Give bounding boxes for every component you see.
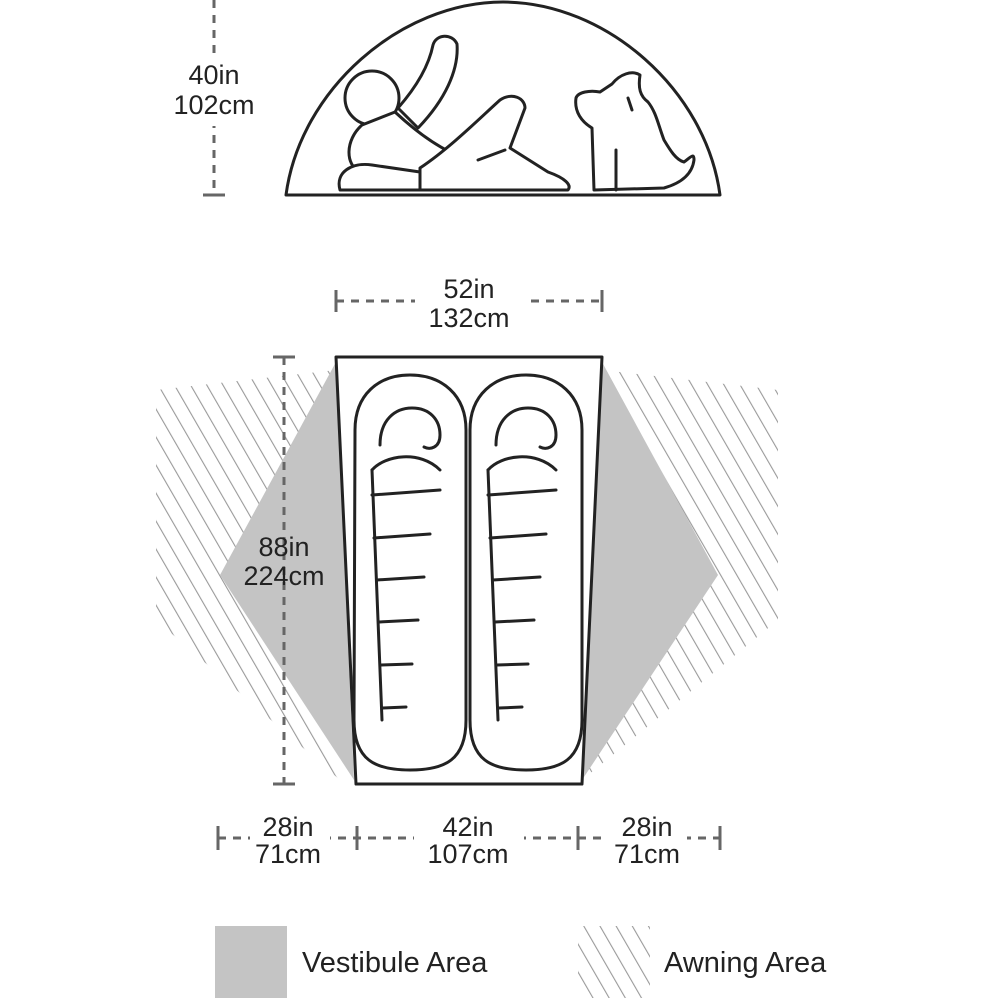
width-cm-label: 132cm [428, 303, 509, 333]
left-vestibule-area [220, 362, 354, 780]
awning-swatch [578, 926, 650, 998]
bottom-dimensions: 28in 71cm 42in 107cm 28in 71cm [216, 810, 722, 870]
left-vestibule-cm-label: 71cm [255, 839, 321, 869]
left-vestibule-in-label: 28in [262, 812, 313, 842]
height-dimension: 40in 102cm [168, 0, 260, 197]
floor-plan: 88in 224cm [156, 355, 778, 786]
length-in-label: 88in [258, 532, 309, 562]
length-cm-label: 224cm [243, 561, 324, 591]
height-in-label: 40in [188, 60, 239, 90]
width-dimension: 52in 132cm [334, 272, 604, 333]
person-icon [337, 34, 571, 192]
vestibule-legend-label: Vestibule Area [302, 947, 488, 979]
dog-icon [574, 71, 696, 192]
sleeping-bag-icon [468, 373, 584, 772]
right-vestibule-in-label: 28in [621, 812, 672, 842]
width-in-label: 52in [443, 274, 494, 304]
floor-end-in-label: 42in [442, 812, 493, 842]
sleeping-bag-icon [352, 373, 468, 772]
floor-end-cm-label: 107cm [427, 839, 508, 869]
awning-legend-label: Awning Area [664, 947, 827, 979]
right-vestibule-area [582, 362, 718, 780]
legend: Vestibule Area Awning Area [215, 926, 827, 998]
side-view: 40in 102cm [168, 0, 722, 197]
length-dimension: 88in 224cm [243, 355, 325, 786]
height-cm-label: 102cm [173, 90, 254, 120]
vestibule-swatch [215, 926, 287, 998]
right-vestibule-cm-label: 71cm [614, 839, 680, 869]
